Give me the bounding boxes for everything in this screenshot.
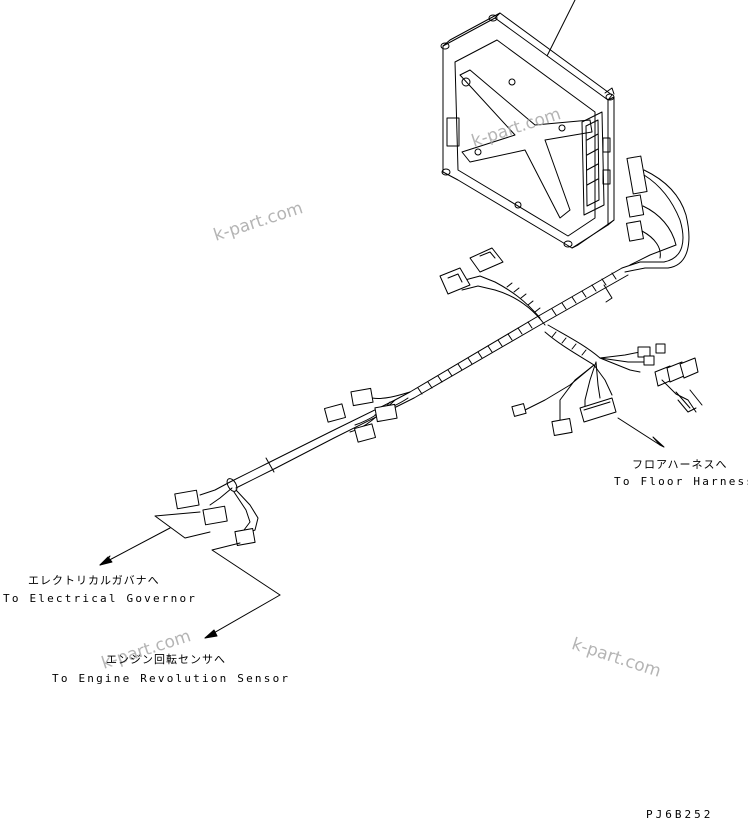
floor-harness-label-jp: フロアハーネスへ <box>632 458 728 471</box>
upper-branch-connectors <box>439 247 546 326</box>
controller-unit <box>440 0 615 249</box>
sensor-label-en: To Engine Revolution Sensor <box>52 672 291 685</box>
governor-label-jp: エレクトリカルガバナへ <box>28 574 160 587</box>
floor-harness-branch <box>511 324 703 448</box>
governor-label-en: To Electrical Governor <box>3 592 198 605</box>
sensor-label-jp: エンジン回転センサへ <box>106 653 226 666</box>
drawing-code: PJ6B252 <box>646 808 714 821</box>
mid-connectors <box>323 387 411 443</box>
floor-harness-label-en: To Floor Harness <box>614 475 748 488</box>
controller-connectors <box>621 155 690 273</box>
left-harness-sleeve <box>99 431 335 639</box>
